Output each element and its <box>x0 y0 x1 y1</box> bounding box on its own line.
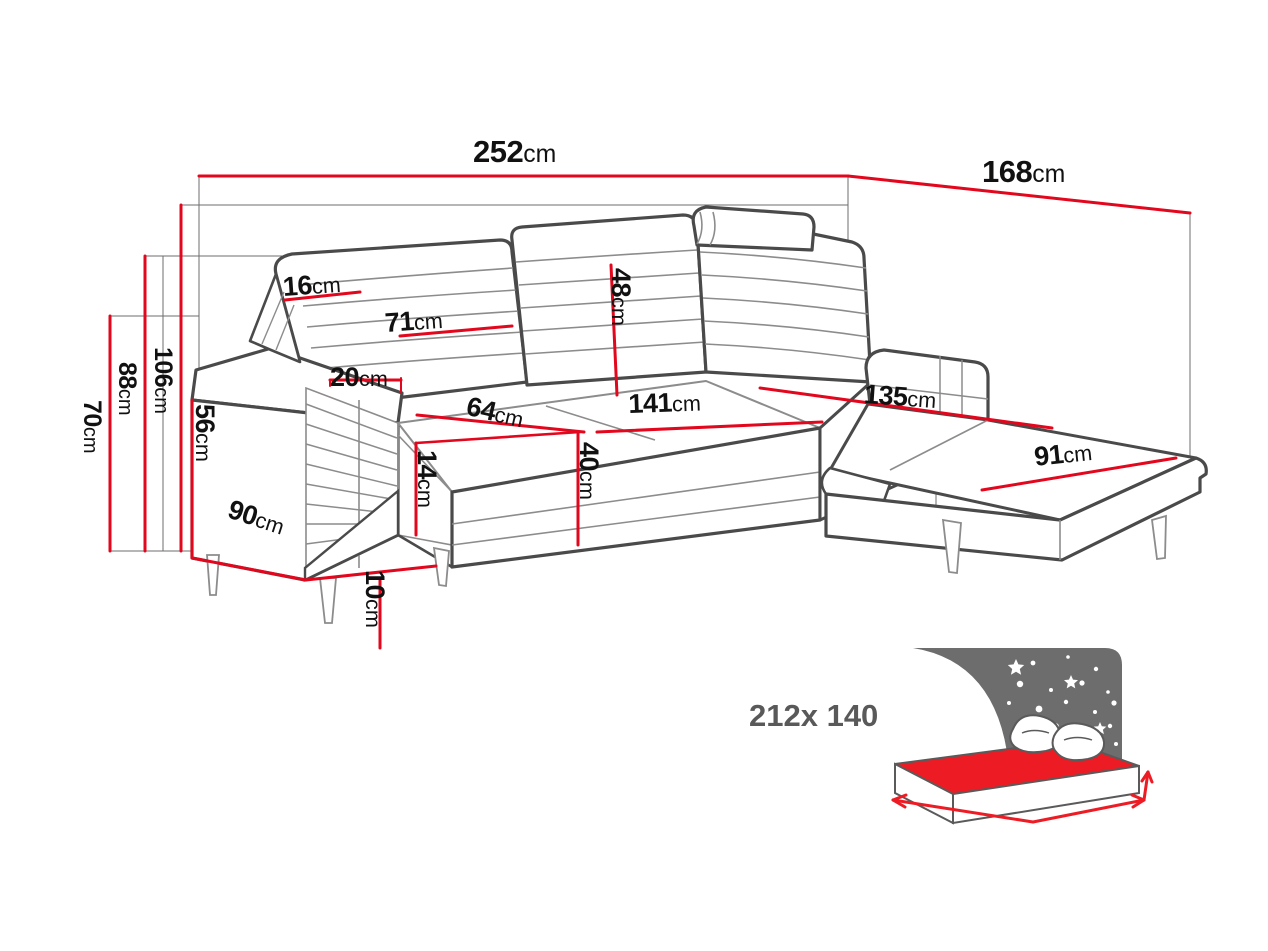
dimline-90a <box>190 556 308 582</box>
dimline-64 <box>415 413 586 434</box>
dim-label-40: 40cm <box>574 442 604 500</box>
dimline-90b <box>304 564 438 582</box>
dim-label-135: 135cm <box>863 379 938 413</box>
dimline-135 <box>758 386 1054 430</box>
dimline-141 <box>595 420 824 434</box>
dim-label-168: 168cm <box>982 154 1066 189</box>
dim-label-56: 56cm <box>190 404 220 462</box>
bed-size-label: 212x 140 <box>749 698 879 733</box>
dimension-lines <box>108 174 1192 650</box>
dim-label-252: 252cm <box>473 134 557 169</box>
dimline-91 <box>980 456 1178 492</box>
dimline-168 <box>846 174 1192 215</box>
dimline-16 <box>283 290 362 302</box>
dim-label-10: 10cm <box>360 570 390 628</box>
dim-label-14: 14cm <box>412 450 442 508</box>
dim-label-16: 16cm <box>281 269 342 302</box>
dim-label-88: 88cm <box>113 362 141 416</box>
dimline-71 <box>398 324 514 338</box>
dim-label-20: 20cm <box>330 362 388 392</box>
dim-label-70: 70cm <box>78 400 106 454</box>
dim-label-141: 141cm <box>627 387 702 419</box>
dim-label-106: 106cm <box>149 347 177 414</box>
dim-label-48: 48cm <box>606 268 636 326</box>
bed-size-icon <box>891 648 1154 825</box>
dim-label-71: 71cm <box>383 305 444 338</box>
sofa-illustration <box>190 205 1208 624</box>
dimline-14-top <box>414 430 582 445</box>
dimline-48 <box>609 263 619 397</box>
